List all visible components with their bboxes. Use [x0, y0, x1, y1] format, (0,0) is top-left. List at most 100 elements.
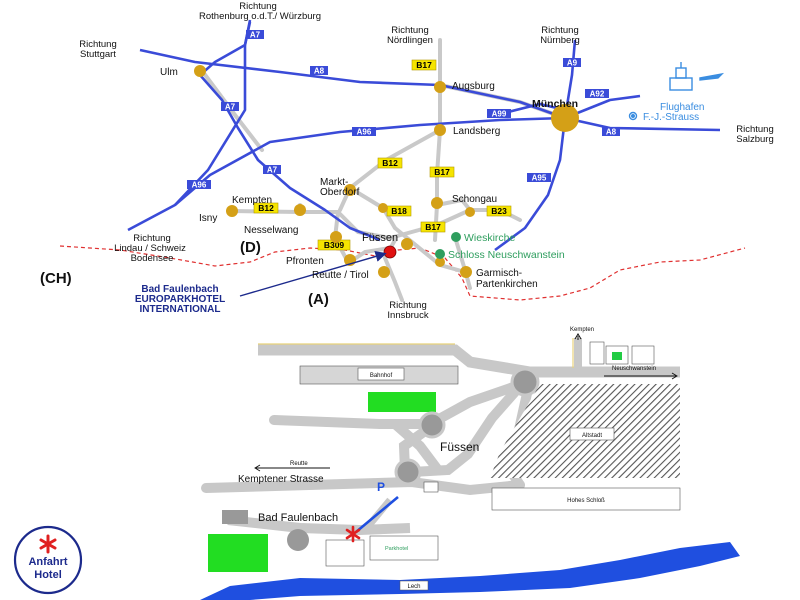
svg-text:A7: A7 — [267, 166, 278, 175]
label-fuessen: Füssen — [362, 232, 398, 244]
label-altstadt: Altstadt — [582, 433, 602, 439]
lech-label-box — [399, 580, 429, 591]
label-country-d: (D) — [240, 239, 261, 256]
sight-dot-wieskirche — [451, 232, 461, 242]
sight-sign — [612, 352, 622, 360]
label-ulm: Ulm — [160, 67, 178, 78]
label-wieskirche: Wieskirche — [464, 232, 516, 244]
city-dot-landsberg — [434, 124, 446, 136]
roundabout-mid — [418, 411, 446, 439]
hotel-marker-dot — [383, 245, 397, 259]
shield-a7-mid: A7 — [221, 102, 239, 112]
city-dot-ulm — [194, 65, 206, 77]
regional-map: A7 A8 A7 A96 A7 A96 A9 A92 A99 A8 A95 B1… — [40, 1, 774, 321]
roundabout-north — [510, 367, 540, 397]
shield-a7-top: A7 — [246, 30, 264, 40]
label-country-a: (A) — [308, 291, 329, 308]
svg-text:A96: A96 — [192, 181, 207, 190]
svg-text:A7: A7 — [250, 31, 261, 40]
dir-stuttgart-2: Stuttgart — [80, 49, 116, 60]
dir-lindau-2: Lindau / Schweiz — [114, 243, 186, 254]
federal-road-shields: B17 B12 B17 B12 B18 B23 B17 B309 — [253, 59, 512, 251]
label-kempten: Kempten — [232, 195, 272, 206]
label-bahnhof: Bahnhof — [370, 373, 393, 379]
hotel-caption-line1: Bad Faulenbach — [141, 284, 218, 295]
building-parkhotel — [369, 535, 439, 561]
roundabout-faulenbach — [287, 529, 309, 551]
dir-lindau-3: Bodensee — [131, 253, 174, 264]
label-flughafen-1: Flughafen — [660, 102, 704, 113]
hotel-caption: Bad Faulenbach EUROPARKHOTEL INTERNATION… — [135, 284, 225, 315]
label-reutte: Reutte — [290, 461, 308, 467]
label-flughafen-2: F.-J.-Strauss — [643, 112, 699, 123]
svg-text:A92: A92 — [590, 90, 605, 99]
building-faulenbach-left — [222, 510, 248, 524]
hohes-schloss-building — [491, 487, 681, 511]
label-hohes-schloss: Hohes Schloß — [567, 498, 605, 504]
arrow-kempten — [574, 333, 582, 340]
label-bad-faulenbach: Bad Faulenbach — [258, 512, 338, 524]
shield-a9: A9 — [563, 58, 581, 68]
shield-b12-left: B12 — [253, 202, 279, 214]
svg-text:B12: B12 — [258, 203, 274, 213]
city-dot-schongau — [431, 197, 443, 209]
shield-b18: B18 — [386, 205, 412, 217]
svg-text:A95: A95 — [532, 174, 547, 183]
label-nesselwang: Nesselwang — [244, 225, 298, 236]
label-muenchen: München — [532, 98, 578, 110]
sight-dot-neuschwanstein — [435, 249, 445, 259]
city-dot-reutte — [378, 266, 390, 278]
badge-line2: Hotel — [34, 569, 62, 581]
hotel-caption-line2: EUROPARKHOTEL — [135, 294, 225, 305]
dir-salzburg-1: Richtung — [736, 124, 774, 135]
shield-a96-mid: A96 — [352, 127, 376, 137]
city-dot-markt-oberdorf — [344, 184, 356, 196]
label-garmisch-2: Partenkirchen — [476, 279, 538, 290]
airport-icon — [628, 62, 725, 121]
label-parkhotel: Parkhotel — [385, 546, 408, 552]
label-markt-oberdorf-2: Oberdorf — [320, 187, 360, 198]
building-south-1 — [325, 539, 365, 567]
dir-salzburg-2: Salzburg — [736, 134, 774, 145]
airport-labels: Flughafen F.-J.-Strauss — [643, 102, 704, 123]
hotel-asterisk-icon — [345, 525, 361, 543]
shield-a92: A92 — [585, 89, 609, 99]
svg-text:B23: B23 — [491, 206, 507, 216]
direction-labels: Richtung Rothenburg o.d.T./ Würzburg Ric… — [79, 1, 774, 321]
federal-roads — [198, 38, 567, 302]
label-town-neuschwanstein: Neuschwanstein — [612, 366, 656, 372]
bahnhof-building — [357, 367, 405, 381]
dir-lindau-1: Richtung — [133, 233, 171, 244]
roundabouts — [394, 367, 540, 486]
badge-line1: Anfahrt — [28, 556, 67, 568]
shield-a7-low: A7 — [263, 165, 281, 175]
badge-asterisk-icon — [39, 534, 57, 554]
label-neuschwanstein: Schloss Neuschwanstein — [448, 249, 565, 261]
city-dot-b23 — [465, 207, 475, 217]
anfahrt-badge: Anfahrt Hotel — [13, 525, 83, 595]
city-markers — [194, 65, 579, 278]
svg-text:A9: A9 — [567, 59, 578, 68]
shield-b17-top: B17 — [411, 59, 437, 71]
shield-a95: A95 — [527, 173, 551, 183]
label-lech: Lech — [407, 584, 420, 590]
shield-a8-left: A8 — [310, 66, 328, 76]
hotel-caption-line3: INTERNATIONAL — [140, 304, 221, 315]
city-dot-isny — [226, 205, 238, 217]
label-town-fuessen: Füssen — [440, 440, 479, 454]
svg-text:B17: B17 — [416, 60, 432, 70]
park-north — [368, 392, 436, 412]
svg-text:B17: B17 — [425, 222, 441, 232]
shield-b17-mid: B17 — [429, 166, 455, 178]
svg-text:A99: A99 — [492, 110, 507, 119]
building-ne-1 — [589, 341, 605, 365]
svg-text:A8: A8 — [314, 67, 325, 76]
city-dot-nesselwang — [330, 231, 342, 243]
svg-text:A96: A96 — [357, 128, 372, 137]
city-dot-south — [435, 257, 445, 267]
shield-a99: A99 — [487, 109, 511, 119]
sight-labels: Wieskirche Schloss Neuschwanstein — [448, 232, 565, 261]
label-reutte: Reutte / Tirol — [312, 270, 369, 281]
hotel-pointer-arrow — [239, 250, 387, 297]
